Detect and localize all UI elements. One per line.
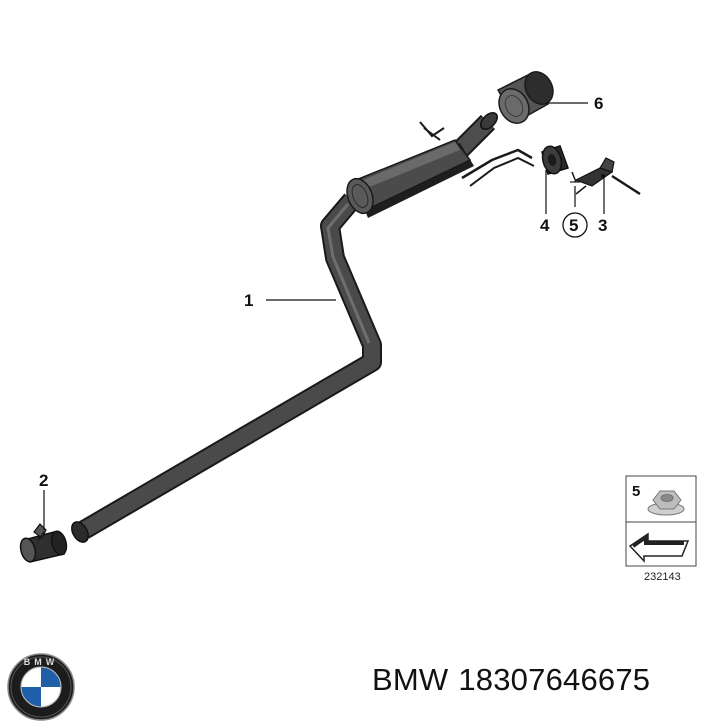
callout-3: 3 bbox=[598, 216, 607, 235]
legend-item-number: 5 bbox=[632, 483, 640, 500]
clamp bbox=[19, 523, 68, 563]
rubber-mount bbox=[541, 145, 569, 175]
callout-5-circle bbox=[562, 212, 588, 238]
callout-1: 1 bbox=[244, 291, 253, 310]
callout-6: 6 bbox=[594, 94, 603, 113]
exhaust-tip bbox=[496, 71, 554, 124]
legend-box: 5 232143 bbox=[625, 475, 697, 583]
exhaust-pipe-with-muffler bbox=[71, 112, 535, 543]
reference-number: 232143 bbox=[644, 571, 681, 583]
brand-name: BMW bbox=[372, 662, 449, 697]
bmw-logo-icon: BMW bbox=[7, 653, 75, 721]
part-number: 18307646675 bbox=[458, 662, 651, 697]
bracket bbox=[574, 157, 641, 196]
callout-5: 5 bbox=[569, 216, 578, 235]
direction-arrow-icon bbox=[628, 532, 690, 563]
logo-lettering: BMW bbox=[24, 657, 59, 667]
nut-icon bbox=[647, 490, 685, 516]
leader-lines bbox=[43, 102, 605, 530]
callout-4: 4 bbox=[540, 216, 550, 235]
part-title: BMW 18307646675 bbox=[372, 662, 650, 698]
callout-2: 2 bbox=[39, 471, 48, 490]
small-stud bbox=[570, 171, 580, 183]
